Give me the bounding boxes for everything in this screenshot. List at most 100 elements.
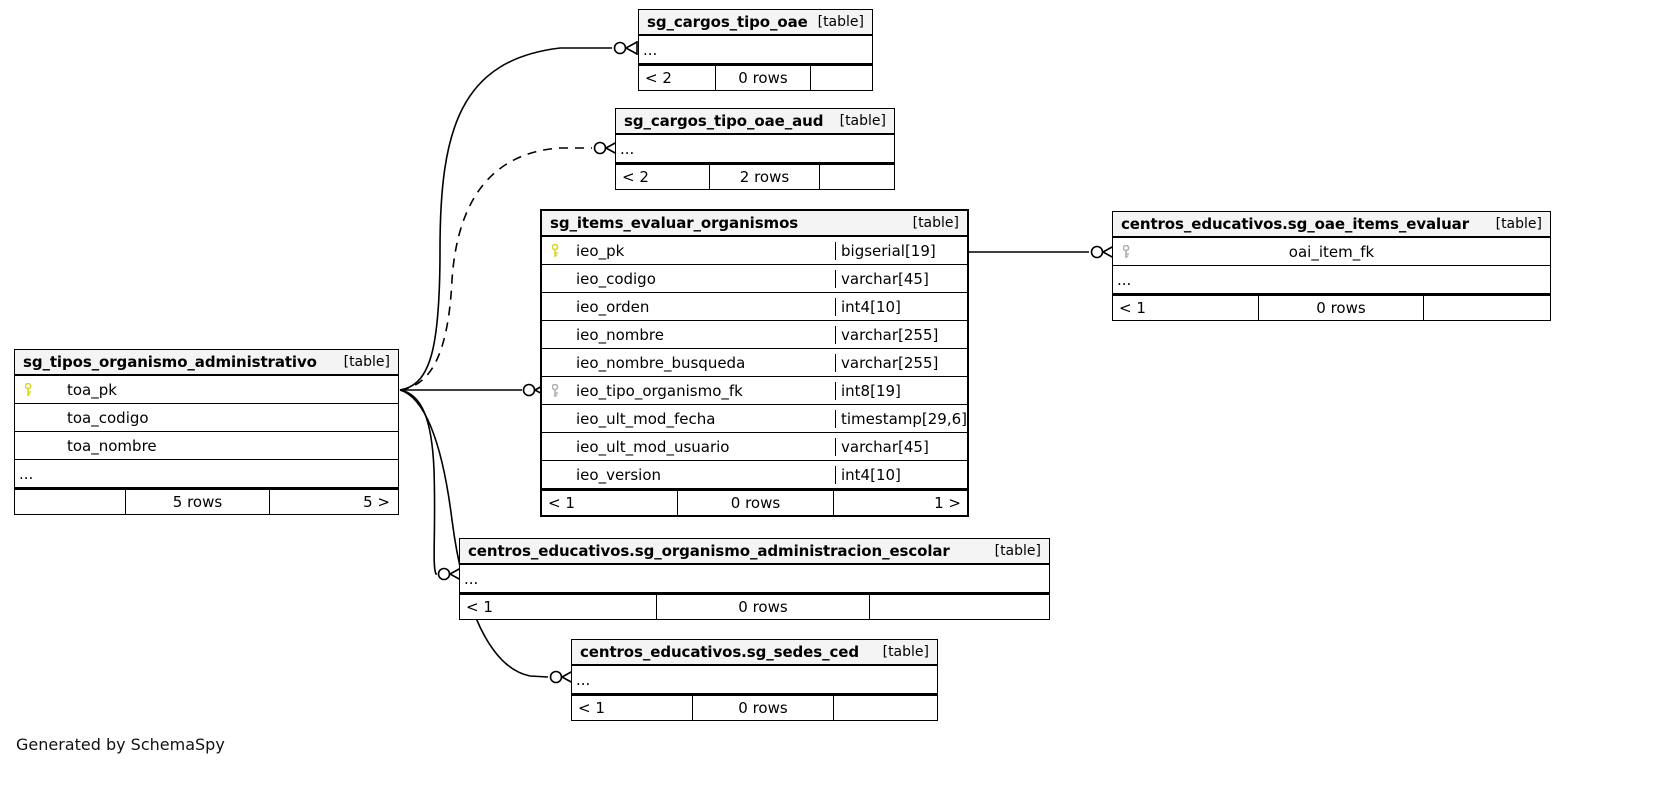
table-name: centros_educativos.sg_oae_items_evaluar: [1121, 215, 1469, 233]
edge-toa-to-organismo-administracion-escolar: [399, 389, 437, 575]
footer-children: [820, 165, 894, 189]
footer-rows: 0 rows: [715, 66, 811, 90]
table-type-tag: [table]: [994, 543, 1041, 559]
table-footer: < 1 0 rows: [1113, 294, 1550, 320]
footer-rows: 0 rows: [656, 595, 870, 619]
column-row[interactable]: oai_item_fk: [1113, 238, 1550, 266]
column-name: ieo_nombre_busqueda: [576, 353, 746, 372]
footer-parents: [15, 490, 125, 514]
table-ellipsis-row: ...: [616, 135, 894, 163]
column-type: varchar[45]: [835, 437, 967, 456]
footer-children: [834, 696, 937, 720]
table-title-bar: sg_items_evaluar_organismos [table]: [542, 211, 967, 237]
table-ellipsis-row: ...: [639, 36, 872, 64]
column-type: int4[10]: [835, 465, 967, 484]
table-sg-items-evaluar-organismos[interactable]: sg_items_evaluar_organismos [table] ieo_…: [540, 209, 969, 517]
column-row[interactable]: ieo_orden int4[10]: [542, 293, 967, 321]
footer-children: 1 >: [934, 494, 961, 512]
column-row[interactable]: ieo_ult_mod_fecha timestamp[29,6]: [542, 405, 967, 433]
footer-children: [1424, 296, 1550, 320]
table-footer: < 1 0 rows: [460, 593, 1049, 619]
column-row[interactable]: ieo_ult_mod_usuario varchar[45]: [542, 433, 967, 461]
table-footer: < 1 0 rows 1 >: [542, 489, 967, 515]
column-type: timestamp[29,6]: [835, 409, 967, 428]
table-centros-educativos-sg-organismo-administracion-escolar[interactable]: centros_educativos.sg_organismo_administ…: [459, 538, 1050, 620]
table-sg-cargos-tipo-oae-aud[interactable]: sg_cargos_tipo_oae_aud [table] ... < 2 2…: [615, 108, 895, 190]
table-ellipsis-row: ...: [572, 666, 937, 694]
table-type-tag: [table]: [1495, 216, 1542, 232]
column-type: bigserial[19]: [835, 241, 967, 260]
table-title-bar: sg_tipos_organismo_administrativo [table…: [15, 350, 398, 376]
footer-parents: < 1: [1119, 299, 1146, 317]
footer-rows: 5 rows: [125, 490, 270, 514]
column-type: varchar[45]: [835, 269, 967, 288]
foreign-key-icon: [1113, 244, 1143, 259]
column-name: ieo_tipo_organismo_fk: [576, 381, 743, 400]
footer-parents: < 2: [622, 168, 649, 186]
footer-rows: 2 rows: [709, 165, 820, 189]
column-name: toa_codigo: [67, 408, 149, 427]
table-centros-educativos-sg-sedes-ced[interactable]: centros_educativos.sg_sedes_ced [table] …: [571, 639, 938, 721]
column-row[interactable]: ieo_codigo varchar[45]: [542, 265, 967, 293]
footer-parents: < 1: [466, 598, 493, 616]
table-name: centros_educativos.sg_organismo_administ…: [468, 542, 950, 560]
table-type-tag: [table]: [817, 14, 864, 30]
column-name: toa_nombre: [67, 436, 157, 455]
table-type-tag: [table]: [343, 354, 390, 370]
column-name: ieo_pk: [576, 241, 625, 260]
column-type: int4[10]: [835, 297, 967, 316]
table-name: sg_cargos_tipo_oae: [647, 13, 808, 31]
table-footer: < 2 0 rows: [639, 64, 872, 90]
table-name: centros_educativos.sg_sedes_ced: [580, 643, 859, 661]
generated-by-credit: Generated by SchemaSpy: [16, 735, 225, 754]
table-centros-educativos-sg-oae-items-evaluar[interactable]: centros_educativos.sg_oae_items_evaluar …: [1112, 211, 1551, 321]
column-row[interactable]: ieo_pk bigserial[19]: [542, 237, 967, 265]
table-footer: < 1 0 rows: [572, 694, 937, 720]
table-type-tag: [table]: [912, 215, 959, 231]
column-type: varchar[255]: [835, 353, 967, 372]
column-row[interactable]: ieo_tipo_organismo_fk int8[19]: [542, 377, 967, 405]
table-name: sg_tipos_organismo_administrativo: [23, 353, 317, 371]
table-title-bar: centros_educativos.sg_sedes_ced [table]: [572, 640, 937, 666]
column-name: ieo_version: [576, 465, 662, 484]
footer-children: [870, 595, 1049, 619]
column-row[interactable]: ieo_version int4[10]: [542, 461, 967, 489]
foreign-key-icon: [542, 383, 572, 398]
column-row[interactable]: toa_nombre: [15, 432, 398, 460]
footer-rows: 0 rows: [692, 696, 834, 720]
footer-parents: < 2: [645, 69, 672, 87]
table-ellipsis-row: ...: [1113, 266, 1550, 294]
footer-parents: < 1: [548, 494, 575, 512]
column-name: ieo_codigo: [576, 269, 656, 288]
table-type-tag: [table]: [839, 113, 886, 129]
footer-parents: < 1: [578, 699, 605, 717]
edge-toa-to-sedes-ced: [399, 389, 549, 678]
column-row[interactable]: toa_codigo: [15, 404, 398, 432]
table-title-bar: sg_cargos_tipo_oae_aud [table]: [616, 109, 894, 135]
table-title-bar: centros_educativos.sg_organismo_administ…: [460, 539, 1049, 565]
footer-children: [811, 66, 872, 90]
column-name: ieo_ult_mod_usuario: [576, 437, 730, 456]
column-name: toa_pk: [67, 380, 117, 399]
column-type: varchar[255]: [835, 325, 967, 344]
table-footer: < 2 2 rows: [616, 163, 894, 189]
footer-rows: 0 rows: [1258, 296, 1424, 320]
table-name: sg_cargos_tipo_oae_aud: [624, 112, 824, 130]
primary-key-icon: [15, 382, 45, 397]
column-row[interactable]: toa_pk: [15, 376, 398, 404]
column-type: int8[19]: [835, 381, 967, 400]
table-type-tag: [table]: [882, 644, 929, 660]
column-name: ieo_orden: [576, 297, 650, 316]
footer-children: 5 >: [363, 493, 390, 511]
table-ellipsis-row: ...: [460, 565, 1049, 593]
table-sg-cargos-tipo-oae[interactable]: sg_cargos_tipo_oae [table] ... < 2 0 row…: [638, 9, 873, 91]
table-sg-tipos-organismo-administrativo[interactable]: sg_tipos_organismo_administrativo [table…: [14, 349, 399, 515]
column-row[interactable]: ieo_nombre_busqueda varchar[255]: [542, 349, 967, 377]
column-name: ieo_ult_mod_fecha: [576, 409, 716, 428]
column-row[interactable]: ieo_nombre varchar[255]: [542, 321, 967, 349]
table-footer: 5 rows 5 >: [15, 488, 398, 514]
table-title-bar: centros_educativos.sg_oae_items_evaluar …: [1113, 212, 1550, 238]
table-ellipsis-row: ...: [15, 460, 398, 488]
table-name: sg_items_evaluar_organismos: [550, 214, 799, 232]
